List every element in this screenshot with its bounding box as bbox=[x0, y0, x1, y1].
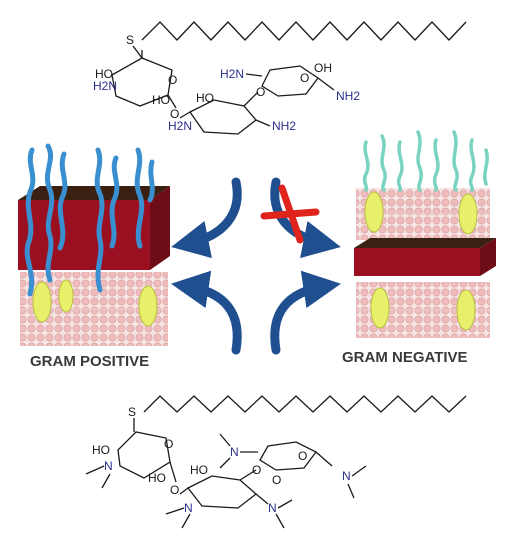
bottom-molecule: S HO N HO O O HO N N O N O O N bbox=[85, 395, 467, 529]
gram-positive-wall-side bbox=[150, 186, 170, 270]
svg-text:NH2: NH2 bbox=[336, 89, 360, 103]
svg-text:HO: HO bbox=[92, 443, 110, 457]
bottom-alkyl-chain bbox=[143, 395, 467, 413]
svg-text:O: O bbox=[272, 473, 281, 487]
arrow-group bbox=[171, 177, 341, 355]
gram-negative-lps-chains bbox=[362, 130, 489, 192]
cross-icon bbox=[260, 184, 320, 244]
top-molecule: S HO H2N HO O O HO H2N NH2 O H2N OH O NH… bbox=[93, 21, 467, 135]
top-central-ring bbox=[189, 99, 257, 135]
svg-text:O: O bbox=[170, 107, 179, 121]
bottom-sulfur-atom: S bbox=[128, 405, 136, 419]
gram-negative-label: GRAM NEGATIVE bbox=[342, 349, 468, 366]
svg-text:H2N: H2N bbox=[168, 119, 192, 133]
top-sulfur-atom: S bbox=[126, 33, 134, 47]
svg-text:H2N: H2N bbox=[93, 79, 117, 93]
arrow-icon bbox=[270, 177, 341, 259]
gram-negative-cell: GRAM NEGATIVE bbox=[342, 130, 496, 366]
gram-positive-protein bbox=[32, 281, 52, 323]
svg-text:HO: HO bbox=[95, 67, 113, 81]
gram-positive-wall-top bbox=[18, 186, 170, 200]
svg-text:O: O bbox=[256, 85, 265, 99]
svg-text:HO: HO bbox=[148, 471, 166, 485]
svg-text:N: N bbox=[184, 501, 193, 515]
svg-text:N: N bbox=[342, 469, 351, 483]
arrow-icon bbox=[171, 270, 242, 355]
svg-text:HO: HO bbox=[190, 463, 208, 477]
svg-text:O: O bbox=[168, 73, 177, 87]
svg-text:HO: HO bbox=[196, 91, 214, 105]
gram-positive-cell: GRAM POSITIVE bbox=[18, 143, 170, 370]
gram-negative-wall bbox=[354, 248, 480, 276]
svg-text:N: N bbox=[230, 445, 239, 459]
svg-text:O: O bbox=[298, 449, 307, 463]
svg-text:O: O bbox=[300, 71, 309, 85]
svg-text:H2N: H2N bbox=[220, 67, 244, 81]
arrow-icon bbox=[270, 270, 341, 355]
arrow-icon bbox=[171, 177, 242, 259]
gram-negative-wall-top bbox=[354, 238, 496, 248]
svg-text:O: O bbox=[252, 463, 261, 477]
gram-positive-lps-chains bbox=[24, 143, 155, 297]
gram-positive-label: GRAM POSITIVE bbox=[30, 353, 149, 370]
svg-text:N: N bbox=[104, 459, 113, 473]
svg-text:O: O bbox=[170, 483, 179, 497]
top-alkyl-chain bbox=[141, 21, 467, 41]
top-sugar-ring-right bbox=[261, 65, 319, 97]
svg-text:NH2: NH2 bbox=[272, 119, 296, 133]
svg-text:OH: OH bbox=[314, 61, 332, 75]
svg-text:O: O bbox=[164, 437, 173, 451]
svg-text:N: N bbox=[268, 501, 277, 515]
svg-text:HO: HO bbox=[152, 93, 170, 107]
gram-positive-wall bbox=[18, 200, 150, 270]
